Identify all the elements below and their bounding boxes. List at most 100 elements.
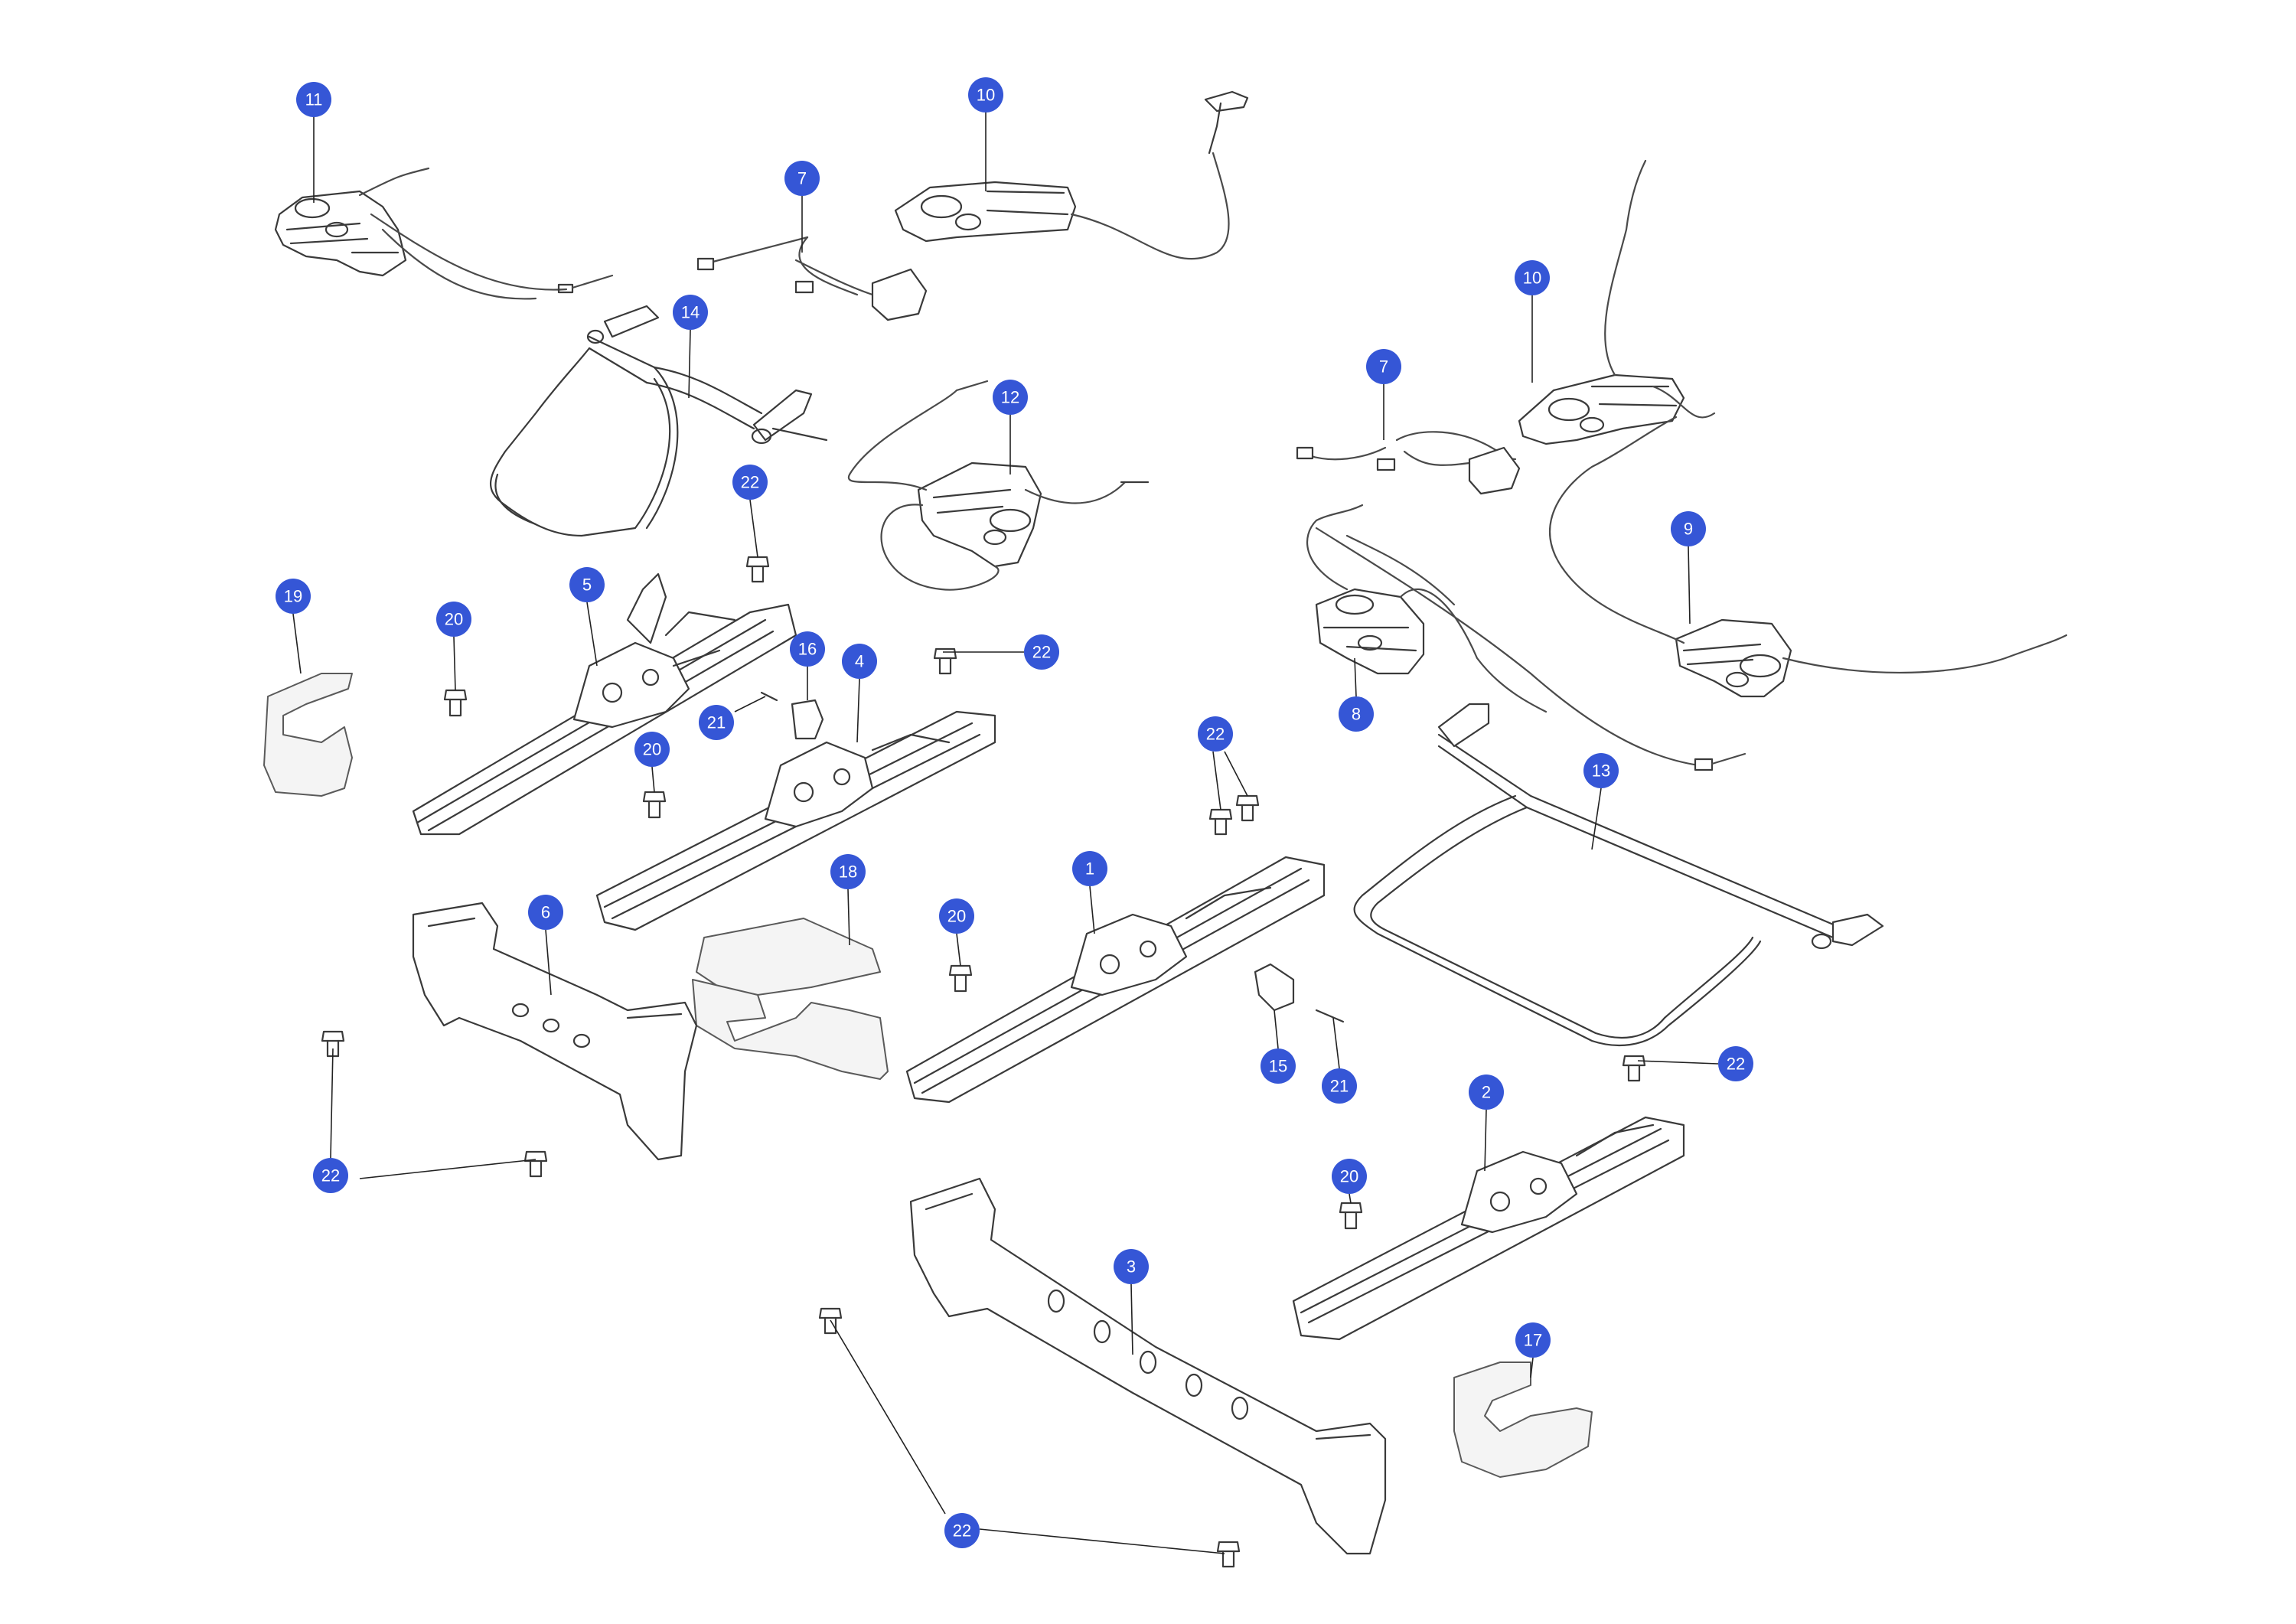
part-9-motor (1549, 416, 2068, 698)
callout-5[interactable]: 5 (569, 567, 605, 602)
callout-4[interactable]: 4 (842, 644, 877, 679)
part-22-screw-a (745, 556, 770, 583)
part-14-torsion-bar (490, 305, 828, 537)
part-16-clip (791, 699, 824, 740)
callout-22-f[interactable]: 22 (944, 1513, 980, 1548)
part-20-screw-a (443, 689, 468, 717)
callout-label: 2 (1482, 1083, 1491, 1102)
callout-circle (993, 380, 1028, 415)
callout-circle (1671, 511, 1706, 546)
callout-circle (1339, 696, 1374, 732)
callout-18[interactable]: 18 (830, 854, 866, 889)
callout-11[interactable]: 11 (296, 82, 331, 117)
part-20-screw-b (642, 791, 667, 819)
callout-circle (673, 295, 708, 330)
callout-circle (830, 854, 866, 889)
callout-1[interactable]: 1 (1072, 851, 1107, 886)
callout-20-d[interactable]: 20 (1332, 1159, 1367, 1194)
callout-22-c[interactable]: 22 (1198, 716, 1233, 752)
callout-label: 9 (1684, 520, 1693, 539)
callout-label: 21 (707, 713, 726, 732)
callout-10-top[interactable]: 10 (968, 77, 1003, 113)
callout-20-a[interactable]: 20 (436, 602, 471, 637)
callout-circle (1024, 634, 1059, 670)
part-22-screw-d2 (523, 1150, 548, 1178)
callout-2[interactable]: 2 (1469, 1075, 1504, 1110)
callout-label: 20 (1340, 1167, 1358, 1186)
part-8-motor (1306, 504, 1746, 771)
callout-label: 20 (643, 740, 661, 759)
leader-lines (292, 112, 1719, 1554)
callout-8[interactable]: 8 (1339, 696, 1374, 732)
callout-label: 13 (1592, 761, 1610, 781)
callout-circle (790, 631, 825, 667)
callout-label: 8 (1352, 705, 1361, 724)
callout-label: 22 (1727, 1055, 1745, 1074)
part-22-screw-c2 (1235, 794, 1260, 822)
callout-21-a[interactable]: 21 (699, 705, 734, 740)
part-17-trim-cover (1453, 1361, 1593, 1478)
callout-circle (1469, 1075, 1504, 1110)
callout-label: 11 (305, 90, 323, 109)
callout-7-top[interactable]: 7 (784, 161, 820, 196)
callout-15[interactable]: 15 (1261, 1048, 1296, 1084)
callout-label: 7 (1379, 357, 1388, 377)
callout-14[interactable]: 14 (673, 295, 708, 330)
callout-circle (1072, 851, 1107, 886)
callout-19[interactable]: 19 (276, 579, 311, 614)
callout-circle (296, 82, 331, 117)
callout-label: 21 (1330, 1077, 1349, 1096)
callout-20-c[interactable]: 20 (939, 898, 974, 934)
callout-circle (634, 732, 670, 767)
callout-circle (1366, 349, 1401, 384)
callout-circle (1332, 1159, 1367, 1194)
callout-22-b[interactable]: 22 (1024, 634, 1059, 670)
callout-20-b[interactable]: 20 (634, 732, 670, 767)
callout-3[interactable]: 3 (1114, 1249, 1149, 1284)
callout-circle (313, 1158, 348, 1193)
callout-circle (842, 644, 877, 679)
callout-label: 14 (681, 303, 700, 322)
callout-label: 22 (741, 473, 759, 492)
callout-9[interactable]: 9 (1671, 511, 1706, 546)
callout-17[interactable]: 17 (1515, 1322, 1551, 1358)
part-22-screw-f2 (1216, 1541, 1241, 1568)
callout-10-right[interactable]: 10 (1515, 260, 1550, 295)
callout-circle (1261, 1048, 1296, 1084)
callout-circle (699, 705, 734, 740)
callout-22-e[interactable]: 22 (313, 1158, 348, 1193)
callout-label: 22 (1032, 643, 1051, 662)
callout-circle (569, 567, 605, 602)
callout-label: 17 (1524, 1331, 1542, 1350)
callout-22-d[interactable]: 22 (1718, 1046, 1753, 1081)
callout-circle (732, 465, 768, 500)
part-22-screw-e (1622, 1055, 1646, 1082)
part-22-screw-f1 (818, 1307, 843, 1335)
callout-circle (944, 1513, 980, 1548)
callout-label: 6 (541, 903, 550, 922)
callout-label: 15 (1269, 1057, 1287, 1076)
callout-22-a[interactable]: 22 (732, 465, 768, 500)
callout-12[interactable]: 12 (993, 380, 1028, 415)
part-21-pin-b (1315, 1009, 1345, 1023)
part-21-pin-a (760, 691, 778, 702)
part-13-torsion-bar (1353, 703, 1884, 1047)
callout-circle (1583, 753, 1619, 788)
callout-circle (1114, 1249, 1149, 1284)
part-20-screw-c (948, 964, 973, 993)
part-22-screw-c1 (1208, 808, 1233, 836)
callout-16[interactable]: 16 (790, 631, 825, 667)
callout-6[interactable]: 6 (528, 895, 563, 930)
callout-7-right[interactable]: 7 (1366, 349, 1401, 384)
callout-circle (1322, 1068, 1357, 1104)
part-22-screw-b (933, 647, 957, 675)
callout-21-b[interactable]: 21 (1322, 1068, 1357, 1104)
callout-circle (968, 77, 1003, 113)
part-6-cross-beam (412, 902, 698, 1161)
callout-13[interactable]: 13 (1583, 753, 1619, 788)
callout-circle (436, 602, 471, 637)
callout-circle (1718, 1046, 1753, 1081)
part-7-harness-top (696, 236, 928, 321)
callout-label: 7 (797, 169, 807, 188)
